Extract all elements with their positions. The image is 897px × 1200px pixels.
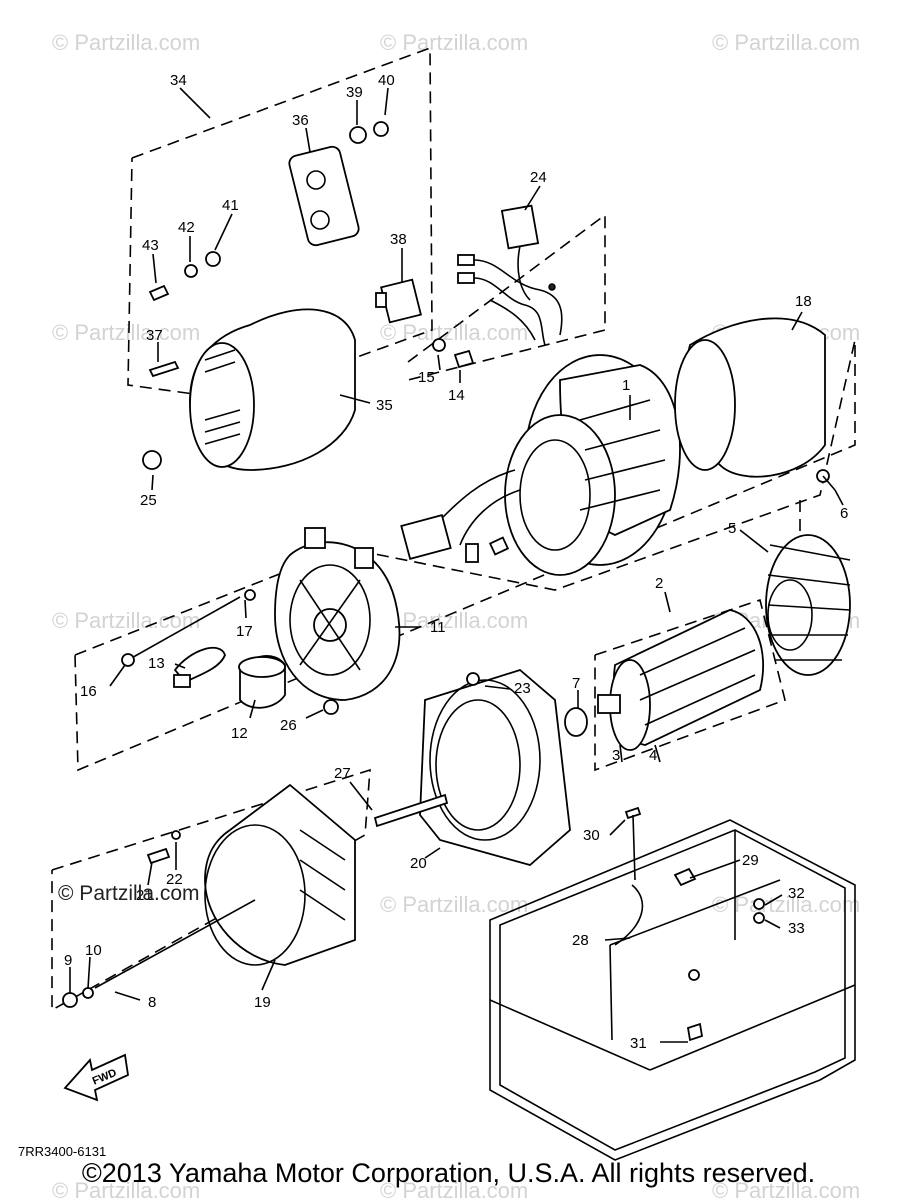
callout-2: 2 (655, 575, 663, 592)
watermark: © Partzilla.com (712, 30, 860, 55)
wire-harness (457, 204, 563, 346)
callout-41: 41 (222, 197, 239, 214)
callout-23: 23 (514, 680, 531, 697)
watermark: © Partzilla.com (52, 30, 200, 55)
callout-32: 32 (788, 885, 805, 902)
cooling-fan (765, 534, 851, 676)
callout-37: 37 (146, 327, 163, 344)
callout-5: 5 (728, 520, 736, 537)
callout-17: 17 (236, 623, 253, 640)
watermark: © Partzilla.com (52, 320, 200, 345)
callout-4: 4 (649, 747, 657, 764)
callout-14: 14 (448, 387, 465, 404)
watermark: © Partzilla.com (380, 892, 528, 917)
callout-28: 28 (572, 932, 589, 949)
callout-9: 9 (64, 952, 72, 969)
callout-34: 34 (170, 72, 187, 89)
callout-43: 43 (142, 237, 159, 254)
callout-19: 19 (254, 994, 271, 1011)
callout-39: 39 (346, 84, 363, 101)
rotor (564, 609, 764, 751)
callout-8: 8 (148, 994, 156, 1011)
callout-35: 35 (376, 397, 393, 414)
copyright-notice: ©2013 Yamaha Motor Corporation, U.S.A. A… (81, 1158, 816, 1188)
callout-20: 20 (410, 855, 427, 872)
watermark: © Partzilla.com (380, 30, 528, 55)
callout-6: 6 (840, 505, 848, 522)
leader-lines (69, 87, 844, 1043)
outlet-receptacle (288, 145, 360, 247)
callout-25: 25 (140, 492, 157, 509)
assembly-outlines (51, 46, 856, 1012)
fwd-arrow: FWD (63, 1053, 129, 1102)
watermark-foreground: © Partzilla.com (58, 882, 200, 905)
watermark: © Partzilla.com (380, 608, 528, 633)
callout-15: 15 (418, 369, 435, 386)
callout-31: 31 (630, 1035, 647, 1052)
callout-38: 38 (390, 231, 407, 248)
rear-housing (274, 527, 401, 701)
rear-cover (189, 308, 356, 471)
callout-40: 40 (378, 72, 395, 89)
callout-1: 1 (622, 377, 630, 394)
callout-10: 10 (85, 942, 102, 959)
small-hardware-upper (142, 121, 475, 470)
callout-33: 33 (788, 920, 805, 937)
callout-12: 12 (231, 725, 248, 742)
front-cover (373, 668, 571, 866)
callout-30: 30 (583, 827, 600, 844)
callout-36: 36 (292, 112, 309, 129)
fan-cover (146, 783, 356, 966)
callout-21: 21 (136, 887, 153, 904)
watermark: © Partzilla.com (52, 1178, 200, 1200)
callout-22: 22 (166, 871, 183, 888)
callout-3: 3 (612, 747, 620, 764)
callout-24: 24 (530, 169, 547, 186)
band (674, 317, 836, 491)
callout-18: 18 (795, 293, 812, 310)
breaker (375, 278, 422, 324)
callout-11: 11 (430, 619, 446, 636)
watermark: © Partzilla.com (712, 1178, 860, 1200)
watermark: © Partzilla.com (380, 320, 528, 345)
callout-13: 13 (148, 655, 165, 672)
callout-29: 29 (742, 852, 759, 869)
diagram-part-number: 7RR3400-6131 (18, 1144, 107, 1159)
callout-42: 42 (178, 219, 195, 236)
capacitor (173, 646, 339, 715)
through-bolt-16 (121, 589, 256, 667)
callout-16: 16 (80, 683, 97, 700)
callout-labels: 1 2 3 4 5 6 7 8 9 10 11 12 13 14 15 16 1… (64, 72, 848, 1052)
callout-26: 26 (280, 717, 297, 734)
frame (489, 806, 856, 1161)
watermark: © Partzilla.com (52, 608, 200, 633)
callout-27: 27 (334, 765, 351, 782)
callout-7: 7 (572, 675, 580, 692)
watermark: © Partzilla.com (380, 1178, 528, 1200)
stator (400, 354, 681, 576)
